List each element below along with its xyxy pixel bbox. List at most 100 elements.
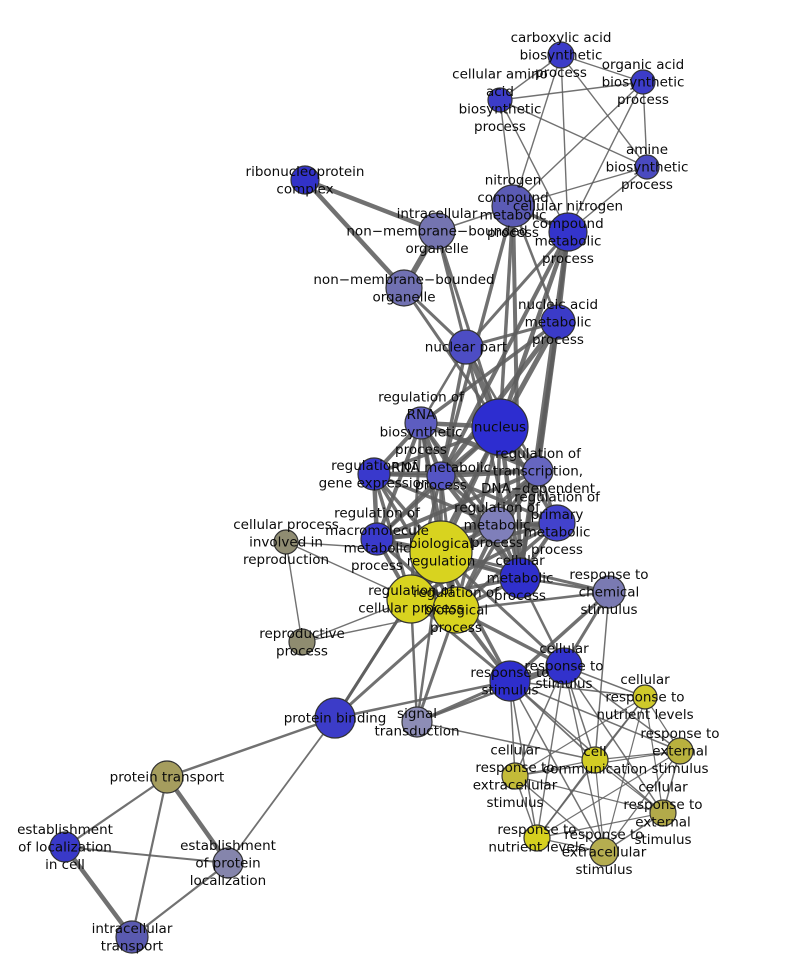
node-regulation-of-macromolecule-metabolic-process[interactable] <box>360 522 394 556</box>
edge-carboxylic-acid-biosynthetic-process--amine-biosynthetic-process <box>560 54 648 168</box>
node-response-to-nutrient-levels[interactable] <box>523 824 551 852</box>
edge-cellular-response-to-stimulus--response-to-external-stimulus <box>563 665 681 752</box>
node-non-membrane-bounded-organelle[interactable] <box>385 269 423 307</box>
node-regulation-of-biological-process[interactable] <box>432 586 480 634</box>
edge-protein-binding--protein-transport <box>166 716 336 779</box>
node-regulation-of-primary-metabolic-process[interactable] <box>538 504 576 542</box>
edge-establishment-of-localization-in-cell--establishment-of-protein-localization <box>64 846 229 864</box>
node-nucleus[interactable] <box>471 398 529 456</box>
node-regulation-of-transcription-dna-dependent[interactable] <box>522 455 554 487</box>
edge-cellular-response-to-external-stimulus--response-to-nutrient-levels <box>536 812 664 839</box>
node-intracellular-non-membrane-bounded-organelle[interactable] <box>418 212 456 250</box>
edge-intracellular-transport--establishment-of-protein-localization <box>131 862 229 938</box>
node-cellular-nitrogen-compound-metabolic-process[interactable] <box>548 212 588 252</box>
edge-cell-communication--response-to-nutrient-levels <box>536 759 596 839</box>
edge-response-to-stimulus--protein-binding <box>334 679 511 720</box>
edge-cellular-response-to-nutrient-levels--cellular-response-to-extracellular-stimulus <box>514 696 646 777</box>
node-intracellular-transport[interactable] <box>115 920 149 954</box>
node-reproductive-process[interactable] <box>288 628 316 656</box>
label-nuclear-part: nuclear part <box>425 340 507 356</box>
node-establishment-of-protein-localization[interactable] <box>212 847 244 879</box>
node-regulation-of-rna-biosynthetic-process[interactable] <box>404 406 438 440</box>
node-biological-regulation[interactable] <box>409 520 473 584</box>
edge-carboxylic-acid-biosynthetic-process--organic-acid-biosynthetic-process <box>560 54 644 83</box>
edge-nucleic-acid-metabolic-process--regulation-of-rna-biosynthetic-process <box>419 320 560 425</box>
node-response-to-stimulus[interactable] <box>489 660 531 702</box>
node-response-to-chemical-stimulus[interactable] <box>592 575 626 609</box>
node-response-to-extracellular-stimulus[interactable] <box>589 837 619 867</box>
node-ribonucleoprotein-complex[interactable] <box>290 165 320 195</box>
edge-cellular-nitrogen-compound-metabolic-process--rna-metabolic-process <box>439 231 570 477</box>
edge-ribonucleoprotein-complex--intracellular-non-membrane-bounded-organelle <box>304 177 438 234</box>
node-nitrogen-compound-metabolic-process[interactable] <box>491 184 535 228</box>
node-amine-biosynthetic-process[interactable] <box>634 154 660 180</box>
node-response-to-external-stimulus[interactable] <box>666 737 694 765</box>
node-nuclear-part[interactable] <box>448 329 484 365</box>
edge-cellular-amino-acid-biosynthetic-process--amine-biosynthetic-process <box>499 99 648 168</box>
node-cellular-response-to-nutrient-levels[interactable] <box>632 684 658 710</box>
edge-cellular-response-to-stimulus--signal-transduction <box>416 664 565 724</box>
edge-response-to-chemical-stimulus--cell-communication <box>594 591 610 761</box>
edge-regulation-of-biological-process--protein-binding <box>334 608 457 720</box>
node-cellular-response-to-extracellular-stimulus[interactable] <box>501 762 529 790</box>
edge-cell-communication--cellular-response-to-external-stimulus <box>594 759 664 814</box>
node-protein-transport[interactable] <box>150 760 184 794</box>
edge-cellular-nitrogen-compound-metabolic-process--regulation-of-transcription-dna-dependent <box>536 231 570 472</box>
node-nucleic-acid-metabolic-process[interactable] <box>540 304 576 340</box>
node-carboxylic-acid-biosynthetic-process[interactable] <box>547 41 575 69</box>
node-cellular-process-involved-in-reproduction[interactable] <box>273 529 299 555</box>
edge-response-to-external-stimulus--response-to-extracellular-stimulus <box>603 750 681 853</box>
node-protein-binding[interactable] <box>314 697 356 739</box>
edge-amine-biosynthetic-process--nitrogen-compound-metabolic-process <box>512 166 648 207</box>
edge-rna-metabolic-process--regulation-of-primary-metabolic-process <box>440 474 558 525</box>
node-cellular-response-to-stimulus[interactable] <box>545 647 583 685</box>
edge-response-to-stimulus--cellular-response-to-nutrient-levels <box>509 680 646 698</box>
edge-cellular-response-to-nutrient-levels--response-to-extracellular-stimulus <box>603 696 646 853</box>
edge-organic-acid-biosynthetic-process--cellular-amino-acid-biosynthetic-process <box>499 81 644 101</box>
node-establishment-of-localization-in-cell[interactable] <box>49 831 81 863</box>
node-cellular-response-to-external-stimulus[interactable] <box>649 799 677 827</box>
node-cellular-metabolic-process[interactable] <box>499 557 541 599</box>
edge-intracellular-non-membrane-bounded-organelle--nucleus <box>435 230 502 428</box>
label-nucleus: nucleus <box>474 420 526 436</box>
node-cellular-amino-acid-biosynthetic-process[interactable] <box>487 87 513 113</box>
edge-organic-acid-biosynthetic-process--cellular-nitrogen-compound-metabolic-process <box>567 81 644 233</box>
edge-cellular-response-to-stimulus--cellular-response-to-extracellular-stimulus <box>514 665 565 777</box>
edge-cell-communication--signal-transduction <box>416 721 596 761</box>
edge-protein-transport--establishment-of-protein-localization <box>165 775 230 865</box>
node-cell-communication[interactable] <box>581 746 609 774</box>
node-regulation-of-cellular-process[interactable] <box>386 574 436 624</box>
edge-cellular-response-to-extracellular-stimulus--response-to-extracellular-stimulus <box>514 775 605 853</box>
node-signal-transduction[interactable] <box>401 706 433 738</box>
edge-organic-acid-biosynthetic-process--nitrogen-compound-metabolic-process <box>512 81 644 207</box>
node-rna-metabolic-process[interactable] <box>426 461 456 491</box>
node-organic-acid-biosynthetic-process[interactable] <box>630 69 656 95</box>
node-regulation-of-gene-expression[interactable] <box>357 457 391 491</box>
node-regulation-of-metabolic-process[interactable] <box>478 506 516 544</box>
edge-response-to-stimulus--response-to-extracellular-stimulus <box>509 680 605 853</box>
